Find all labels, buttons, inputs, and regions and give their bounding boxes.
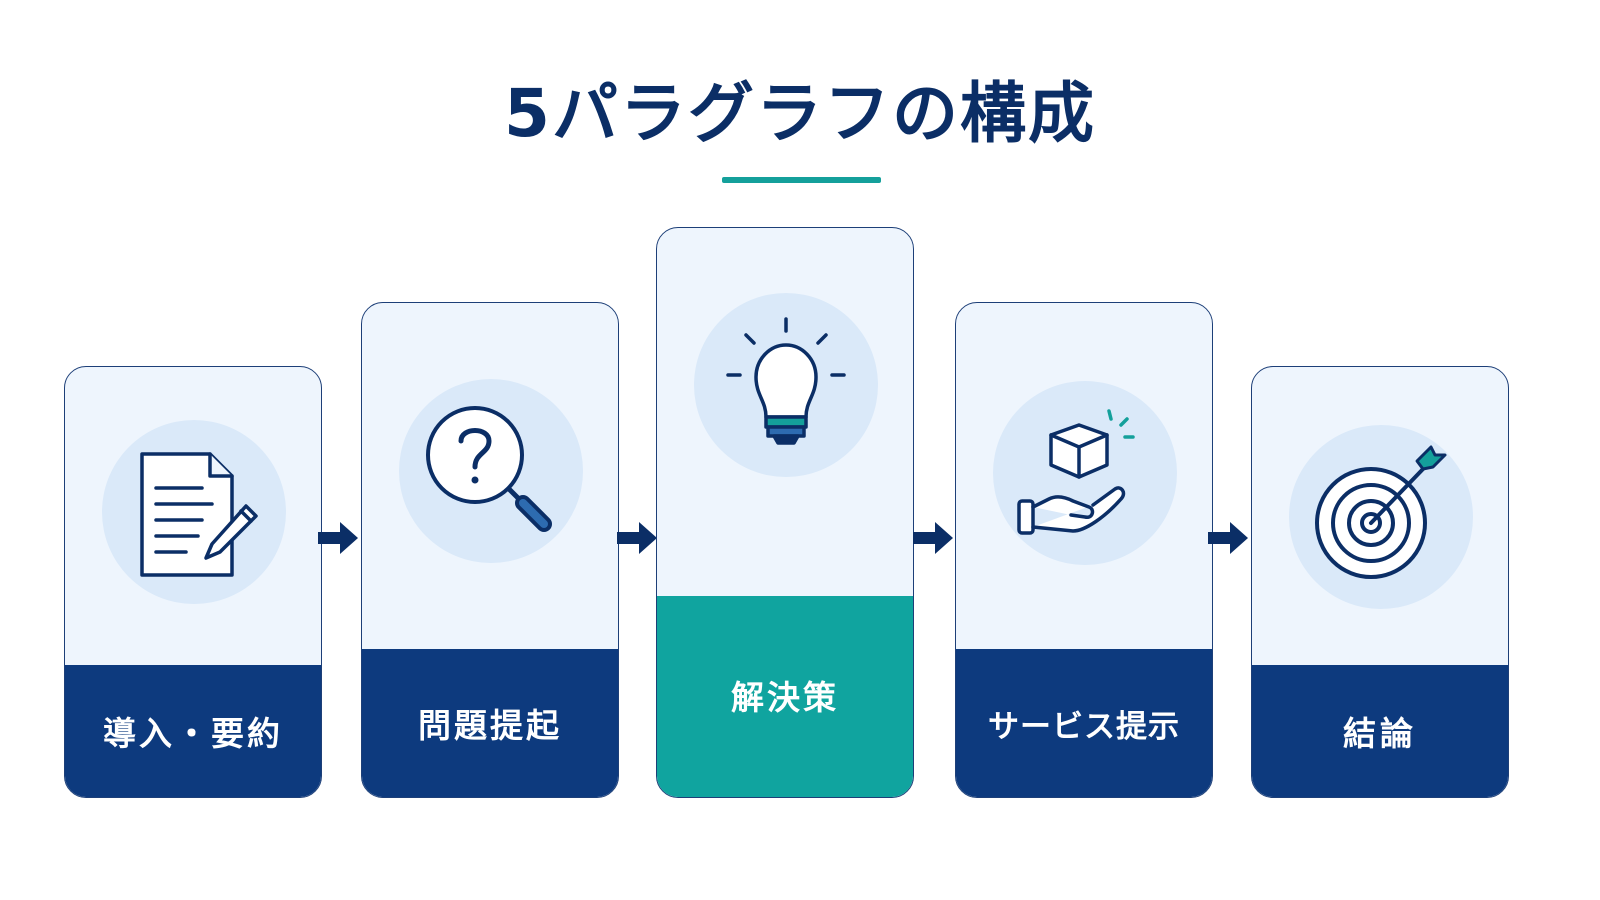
icon-circle <box>993 381 1177 565</box>
title-underline <box>722 177 881 183</box>
step-card-label-area: サービス提示 <box>956 649 1212 797</box>
arrow-right-icon <box>913 522 953 554</box>
arrow-right-icon <box>318 522 358 554</box>
step-card-label-area: 問題提起 <box>362 649 618 797</box>
step-card-icon-area <box>65 367 321 667</box>
step-label-intro: 導入・要約 <box>103 714 283 753</box>
lightbulb-icon <box>726 317 846 445</box>
step-card-label-area: 結論 <box>1252 665 1508 797</box>
step-card-icon-area <box>1252 367 1508 667</box>
step-label-problem: 問題提起 <box>418 706 562 745</box>
arrow-right-icon <box>617 522 657 554</box>
step-label-service: サービス提示 <box>988 708 1180 745</box>
step-card-icon-area <box>362 303 618 651</box>
step-card-icon-area <box>657 228 913 598</box>
icon-circle <box>102 420 286 604</box>
step-card-intro: 導入・要約 <box>64 366 322 798</box>
step-card-problem: 問題提起 <box>361 302 619 798</box>
step-card-label-area: 導入・要約 <box>65 665 321 797</box>
step-card-conclusion: 結論 <box>1251 366 1509 798</box>
step-label-conclusion: 結論 <box>1343 714 1417 753</box>
target-arrow-icon <box>1315 445 1447 579</box>
icon-circle <box>694 293 878 477</box>
magnifier-question-icon <box>426 406 552 532</box>
page-title: 5パラグラフの構成 <box>504 75 1096 152</box>
step-label-solution: 解決策 <box>731 677 839 717</box>
icon-circle <box>1289 425 1473 609</box>
step-card-service: サービス提示 <box>955 302 1213 798</box>
document-pen-icon <box>140 452 258 577</box>
arrow-right-icon <box>1208 522 1248 554</box>
hand-box-icon <box>1017 409 1135 535</box>
step-card-solution: 解決策 <box>656 227 914 798</box>
icon-circle <box>399 379 583 563</box>
step-card-icon-area <box>956 303 1212 651</box>
step-card-label-area: 解決策 <box>657 596 913 797</box>
